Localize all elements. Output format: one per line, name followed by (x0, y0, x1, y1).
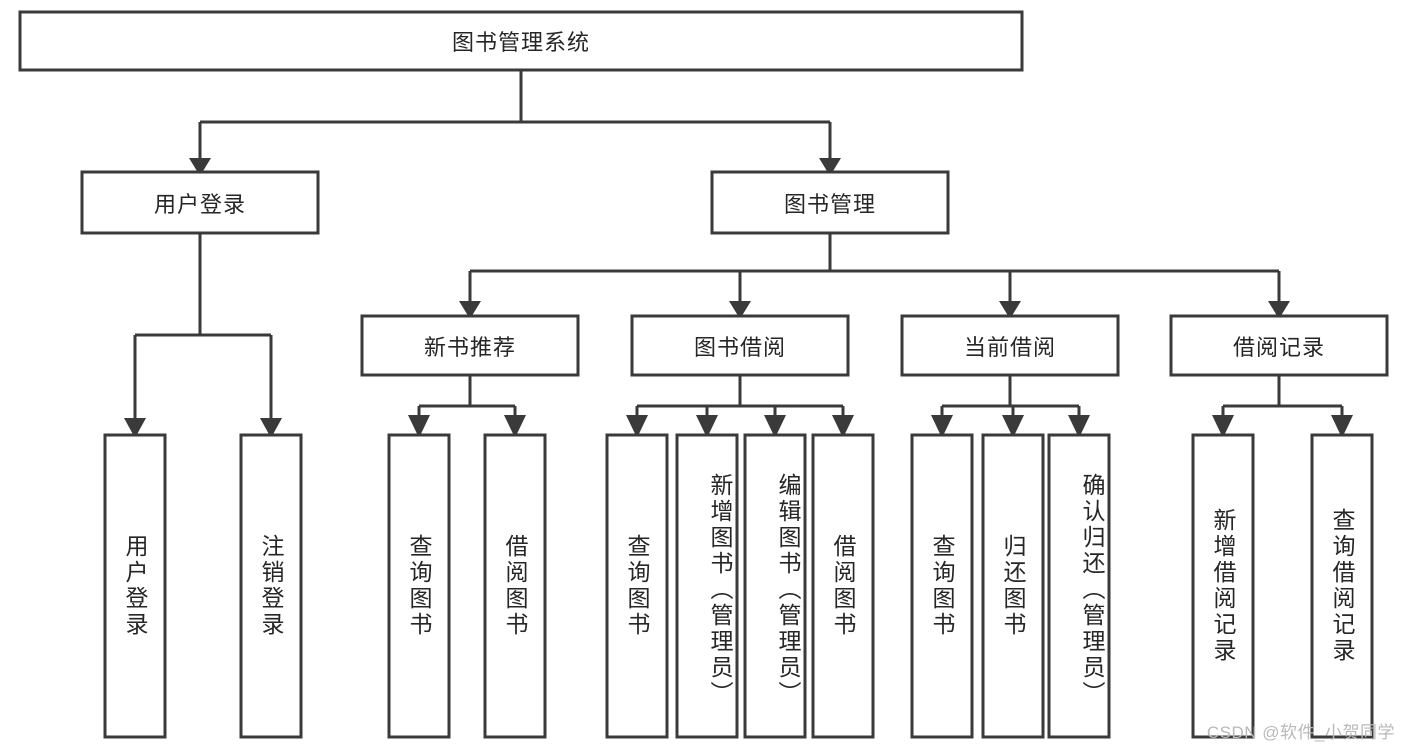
label-leaf-add-record: 新增借阅记录 (1210, 508, 1236, 664)
connector-group-book-manage (459, 233, 1290, 319)
arrowhead-current-borrow (999, 301, 1021, 319)
arrowhead-book-borrow (729, 301, 751, 319)
node-box-book-manage[interactable] (710, 170, 950, 235)
connector-group-new-book-recommend (408, 375, 526, 438)
label-current-borrow: 当前借阅 (963, 334, 1056, 360)
arrowhead-user-login (189, 158, 211, 176)
label-book-borrow: 图书借阅 (693, 334, 786, 360)
arrowhead-leaf-add-book (696, 415, 718, 438)
node-box-leaf-borrow-book-1[interactable] (483, 433, 547, 739)
arrowhead-leaf-user-logout (260, 418, 282, 438)
node-box-leaf-borrow-book-2[interactable] (811, 433, 875, 739)
arrowhead-leaf-return-book (1002, 415, 1024, 438)
node-box-leaf-query-book-3[interactable] (910, 433, 974, 739)
label-leaf-return-book: 归还图书 (1000, 534, 1026, 638)
arrowhead-leaf-borrow-book-1 (504, 415, 526, 438)
node-box-current-borrow[interactable] (900, 314, 1120, 377)
connector-group-user-login (124, 233, 282, 438)
node-box-leaf-edit-book[interactable] (743, 433, 807, 739)
node-box-leaf-query-record[interactable] (1310, 433, 1374, 739)
connector-group-book-borrow (626, 375, 854, 438)
arrowhead-book-manage (819, 158, 841, 176)
label-leaf-borrow-book-1: 借阅图书 (502, 534, 528, 638)
label-leaf-confirm-return: 确认归还（管理员） (1079, 473, 1105, 707)
arrowhead-borrow-record (1268, 301, 1290, 319)
arrowhead-leaf-confirm-return (1068, 415, 1090, 438)
label-leaf-edit-book: 编辑图书（管理员） (775, 473, 801, 707)
arrowhead-leaf-user-login (124, 418, 146, 438)
label-borrow-record: 借阅记录 (1232, 334, 1325, 360)
node-box-leaf-query-book-1[interactable] (387, 433, 451, 739)
label-leaf-user-login: 用户登录 (122, 534, 148, 638)
arrowhead-new-book-recommend (459, 301, 481, 319)
node-box-leaf-query-book-2[interactable] (605, 433, 669, 739)
label-new-book-recommend: 新书推荐 (423, 334, 516, 360)
arrowhead-leaf-borrow-book-2 (832, 415, 854, 438)
node-box-leaf-user-login[interactable] (103, 433, 167, 739)
arrowhead-leaf-edit-book (764, 415, 786, 438)
node-box-leaf-add-record[interactable] (1191, 433, 1255, 739)
label-leaf-query-book-2: 查询图书 (624, 534, 650, 638)
connector-group-borrow-record (1212, 375, 1353, 438)
label-leaf-add-book: 新增图书（管理员） (707, 473, 733, 707)
connector-group-root (189, 70, 841, 176)
arrowhead-leaf-query-book-3 (931, 415, 953, 438)
node-box-leaf-user-logout[interactable] (239, 433, 303, 739)
label-leaf-query-record: 查询借阅记录 (1329, 508, 1355, 664)
label-root: 图书管理系统 (451, 30, 590, 55)
arrowhead-leaf-query-record (1331, 415, 1353, 438)
node-box-leaf-confirm-return[interactable] (1047, 433, 1111, 739)
label-leaf-user-logout: 注销登录 (258, 534, 284, 638)
csdn-watermark: CSDN @软件_小贺同学 (1206, 723, 1395, 742)
label-book-manage: 图书管理 (783, 191, 876, 217)
node-box-root[interactable] (18, 10, 1024, 72)
arrowhead-leaf-query-book-2 (626, 415, 648, 438)
node-box-book-borrow[interactable] (630, 314, 850, 377)
node-box-new-book-recommend[interactable] (360, 314, 580, 377)
connector-group-current-borrow (931, 375, 1090, 438)
node-box-user-login[interactable] (80, 170, 320, 235)
node-box-leaf-add-book[interactable] (675, 433, 739, 739)
arrowhead-leaf-add-record (1212, 415, 1234, 438)
label-leaf-query-book-3: 查询图书 (929, 534, 955, 638)
node-box-borrow-record[interactable] (1169, 314, 1389, 377)
label-leaf-query-book-1: 查询图书 (406, 534, 432, 638)
node-box-leaf-return-book[interactable] (981, 433, 1045, 739)
arrowhead-leaf-query-book-1 (408, 415, 430, 438)
label-user-login: 用户登录 (153, 191, 246, 217)
label-leaf-borrow-book-2: 借阅图书 (830, 534, 856, 638)
